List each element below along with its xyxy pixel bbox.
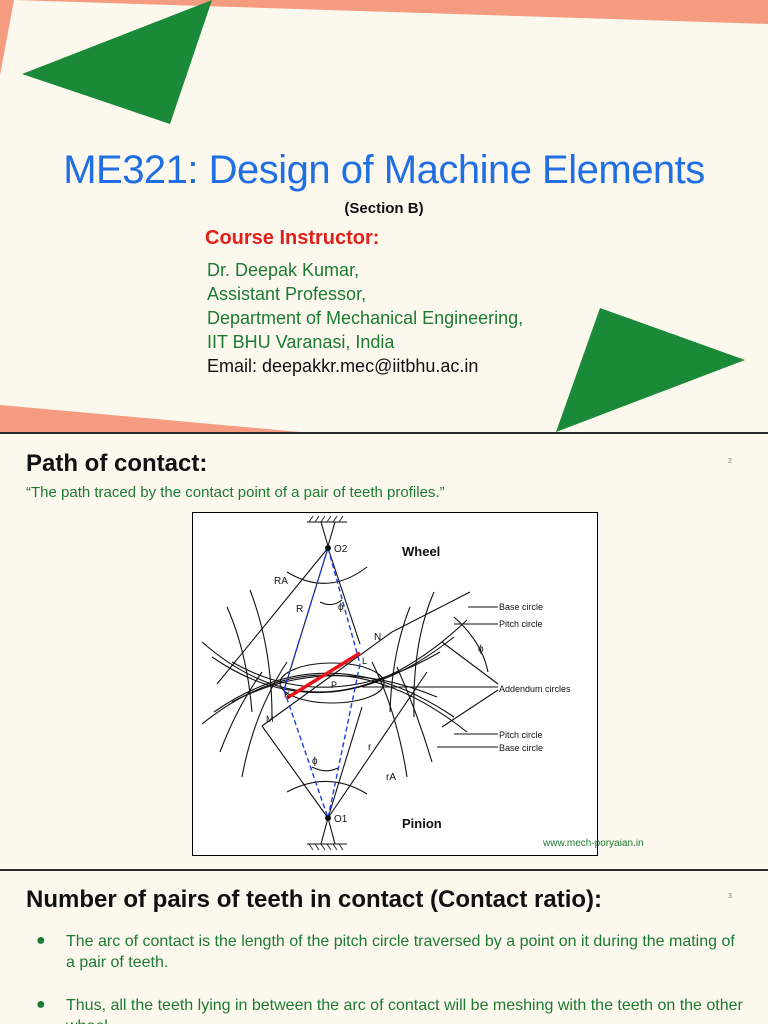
gear-contact-figure: O2 Wheel RA R ϕ N Base circle Pitch circ… bbox=[192, 512, 598, 856]
bullet-text: The arc of contact is the length of the … bbox=[66, 933, 735, 971]
radius-RA bbox=[216, 547, 329, 685]
label-pinion: Pinion bbox=[402, 816, 442, 831]
wheel-base-arc bbox=[231, 651, 441, 688]
wheel-hub-arc bbox=[286, 566, 368, 584]
course-title: ME321: Design of Machine Elements bbox=[63, 148, 705, 192]
bullet-dot: ● bbox=[36, 932, 46, 949]
label-base-circle-top: Base circle bbox=[499, 602, 543, 612]
salmon-corner bbox=[0, 405, 300, 432]
path-of-contact-line bbox=[286, 651, 361, 700]
leader-addendum-2 bbox=[441, 641, 499, 685]
leader-addendum-3 bbox=[441, 689, 499, 728]
line-of-action bbox=[261, 631, 393, 727]
instructor-position: Assistant Professor, bbox=[207, 284, 367, 304]
phi-arc-top bbox=[319, 599, 343, 606]
label-pitch-circle-bottom: Pitch circle bbox=[499, 730, 543, 740]
label-k: K bbox=[284, 690, 290, 700]
bullet-dot: ● bbox=[36, 996, 46, 1013]
pinion-center-to-M bbox=[261, 725, 329, 819]
label-phi-bottom: ϕ bbox=[312, 756, 318, 767]
label-phi-top: ϕ bbox=[338, 602, 344, 613]
path-of-contact-slide: Path of contact: 2 “The path traced by t… bbox=[0, 434, 768, 869]
label-r-small: r bbox=[368, 742, 372, 753]
tooth-profile bbox=[226, 606, 253, 713]
label-n: N bbox=[374, 632, 381, 643]
label-wheel: Wheel bbox=[402, 544, 440, 559]
phi-arc-bottom bbox=[311, 766, 339, 772]
slide-heading: Path of contact: bbox=[26, 450, 208, 477]
instructor-department: Department of Mechanical Engineering, bbox=[207, 308, 524, 328]
phi-arc-right bbox=[453, 616, 489, 673]
instructor-email[interactable]: Email: deepakkr.mec@iitbhu.ac.in bbox=[207, 356, 479, 376]
label-l: L bbox=[362, 656, 367, 666]
section-label: (Section B) bbox=[344, 200, 424, 217]
wheel-addendum-arc bbox=[201, 619, 468, 693]
dashed-line-left-upper bbox=[283, 547, 329, 691]
pinion-hub-arc bbox=[286, 780, 368, 795]
green-triangle-bottom bbox=[556, 308, 745, 432]
dashed-line-right-lower bbox=[327, 663, 361, 819]
label-base-circle-bottom: Base circle bbox=[499, 743, 543, 753]
image-credit: www.mech-poryaian.in bbox=[543, 838, 644, 849]
instructor-name: Dr. Deepak Kumar, bbox=[207, 260, 360, 280]
slide-heading: Number of pairs of teeth in contact (Con… bbox=[26, 886, 603, 913]
radius-r bbox=[327, 706, 363, 819]
title-slide: ME321: Design of Machine Elements (Secti… bbox=[0, 0, 768, 432]
slide-background bbox=[0, 0, 768, 432]
page-number: 3 bbox=[728, 893, 732, 900]
label-o1: O1 bbox=[334, 814, 348, 825]
label-p: P bbox=[331, 680, 337, 690]
radius-rA bbox=[327, 671, 428, 819]
cream-panel bbox=[0, 0, 768, 432]
green-triangle-top bbox=[22, 0, 212, 124]
dashed-line-left-lower bbox=[283, 689, 329, 819]
definition-quote: “The path traced by the contact point of… bbox=[26, 484, 445, 501]
instructor-heading: Course Instructor: bbox=[205, 227, 380, 249]
wheel-pitch-arc bbox=[211, 636, 455, 693]
contact-ratio-slide: Number of pairs of teeth in contact (Con… bbox=[0, 871, 768, 1024]
label-ra: RA bbox=[274, 576, 288, 587]
center-o1 bbox=[325, 815, 331, 821]
label-r-big: R bbox=[296, 604, 303, 615]
figure-frame bbox=[192, 512, 598, 856]
line-of-action-ext bbox=[391, 591, 471, 633]
label-o2: O2 bbox=[334, 544, 348, 555]
pinion-pitch-arc bbox=[213, 672, 455, 718]
instructor-institute: IIT BHU Varanasi, India bbox=[207, 332, 395, 352]
label-phi-right: ϕ bbox=[478, 644, 484, 655]
label-pitch-circle-top: Pitch circle bbox=[499, 619, 543, 629]
pinion-addendum-arc bbox=[201, 674, 468, 733]
dashed-line-right-upper bbox=[327, 547, 361, 665]
page-number: 2 bbox=[728, 458, 732, 465]
label-addendum: Addendum circles bbox=[499, 684, 571, 694]
bullet-text: Thus, all the teeth lying in between the… bbox=[66, 997, 743, 1024]
label-ra-small: rA bbox=[386, 772, 396, 783]
label-m: M bbox=[266, 714, 274, 724]
center-o2 bbox=[325, 545, 331, 551]
contact-ellipse bbox=[279, 662, 385, 704]
wheel-center-to-N bbox=[327, 547, 361, 645]
